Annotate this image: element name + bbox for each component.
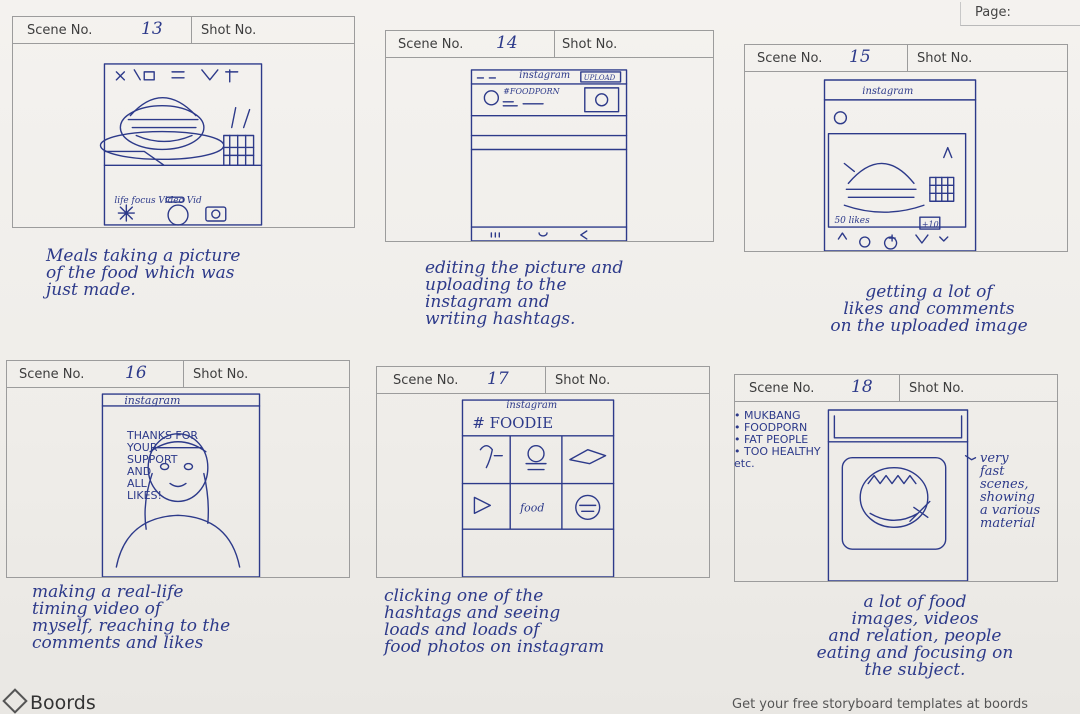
thanks-message: THANKS FOR YOUR SUPPORT AND ALL LIKES! — [127, 429, 199, 502]
panel-header: Scene No. 18 Shot No. — [734, 374, 1058, 402]
shot-label: Shot No. — [193, 367, 249, 382]
scene-number: 17 — [487, 369, 509, 389]
selfie-video-sketch: instagram — [101, 393, 261, 577]
scene-number: 15 — [849, 47, 871, 67]
panel-scene-13: Scene No. 13 Shot No. life focus Video V… — [12, 16, 355, 299]
panel-frame: instagram UPLOAD #FOODPORN — [385, 58, 714, 242]
page-label: Page: — [960, 2, 1080, 26]
editor-sketch: instagram UPLOAD #FOODPORN — [470, 69, 628, 241]
scene-label: Scene No. — [393, 373, 459, 388]
panel-caption: making a real-life timing video of mysel… — [32, 582, 231, 653]
scene-number: 16 — [125, 363, 147, 383]
scene-number: 14 — [496, 33, 518, 53]
likes-count: 50 likes — [834, 216, 870, 226]
scene-number: 13 — [141, 19, 163, 39]
shot-label: Shot No. — [917, 51, 973, 66]
scene-label: Scene No. — [749, 381, 815, 396]
hashtag-title: # FOODIE — [472, 414, 553, 432]
shot-label: Shot No. — [201, 23, 257, 38]
panel-frame: instagram # FOODIE food — [376, 394, 710, 578]
genre-list: • MUKBANG • FOODPORN • FAT PEOPLE • TOO … — [734, 409, 821, 470]
panel-header: Scene No. 17 Shot No. — [376, 366, 710, 394]
panel-caption: editing the picture and uploading to the… — [425, 258, 624, 329]
panel-scene-15: Scene No. 15 Shot No. instagram 50 likes… — [744, 44, 1068, 335]
panel-header: Scene No. 15 Shot No. — [744, 44, 1068, 72]
scene-number: 18 — [851, 377, 873, 397]
shot-label: Shot No. — [555, 373, 611, 388]
panel-scene-14: Scene No. 14 Shot No. instagram UPLOAD #… — [385, 30, 714, 328]
panel-header: Scene No. 14 Shot No. — [385, 30, 714, 58]
notification-badge: +10 — [922, 220, 939, 229]
camera-sketch: life focus Video Vid — [99, 63, 263, 226]
hashtag-text: #FOODPORN — [503, 87, 560, 96]
camera-modes: life focus Video Vid — [114, 196, 202, 206]
panel-scene-17: Scene No. 17 Shot No. instagram # FOODIE… — [376, 366, 710, 656]
panel-header: Scene No. 16 Shot No. — [6, 360, 350, 388]
mukbang-sketch — [827, 409, 977, 581]
panel-scene-18: Scene No. 18 Shot No. • MUKBANG • FOODPO… — [734, 374, 1058, 679]
panel-caption: clicking one of the hashtags and seeing … — [384, 586, 605, 657]
scene-label: Scene No. — [27, 23, 93, 38]
shot-label: Shot No. — [909, 381, 965, 396]
footer-tagline: Get your free storyboard templates at bo… — [732, 697, 1029, 712]
panel-frame: instagram THANKS FOR YOUR SUPPORT AND AL… — [6, 388, 350, 578]
brand-logo: Boords — [2, 688, 96, 714]
app-title: instagram — [124, 394, 180, 407]
app-title: instagram — [506, 400, 557, 411]
panel-frame: instagram 50 likes +10 — [744, 72, 1068, 252]
panel-caption: getting a lot of likes and comments on t… — [830, 282, 1028, 336]
panel-frame — [734, 402, 1058, 582]
panel-frame: life focus Video Vid — [12, 44, 355, 228]
shot-label: Shot No. — [562, 37, 618, 52]
boords-diamond-icon — [2, 688, 28, 714]
side-note: very fast scenes, showing a various mate… — [980, 451, 1041, 531]
scene-label: Scene No. — [757, 51, 823, 66]
app-title: instagram — [519, 70, 570, 81]
panel-caption: a lot of food images, videos and relatio… — [816, 592, 1014, 680]
scene-label: Scene No. — [19, 367, 85, 382]
food-label: food — [519, 501, 544, 514]
panel-scene-16: Scene No. 16 Shot No. instagram THANKS F… — [6, 360, 350, 652]
panel-caption: Meals taking a picture of the food which… — [46, 246, 241, 300]
hashtag-grid-sketch: instagram # FOODIE food — [461, 399, 615, 577]
scene-label: Scene No. — [398, 37, 464, 52]
app-title: instagram — [862, 86, 913, 97]
brand-name: Boords — [30, 692, 96, 714]
feed-sketch: instagram 50 likes +10 — [823, 79, 977, 251]
upload-button-sketch: UPLOAD — [584, 74, 616, 82]
panel-header: Scene No. 13 Shot No. — [12, 16, 355, 44]
